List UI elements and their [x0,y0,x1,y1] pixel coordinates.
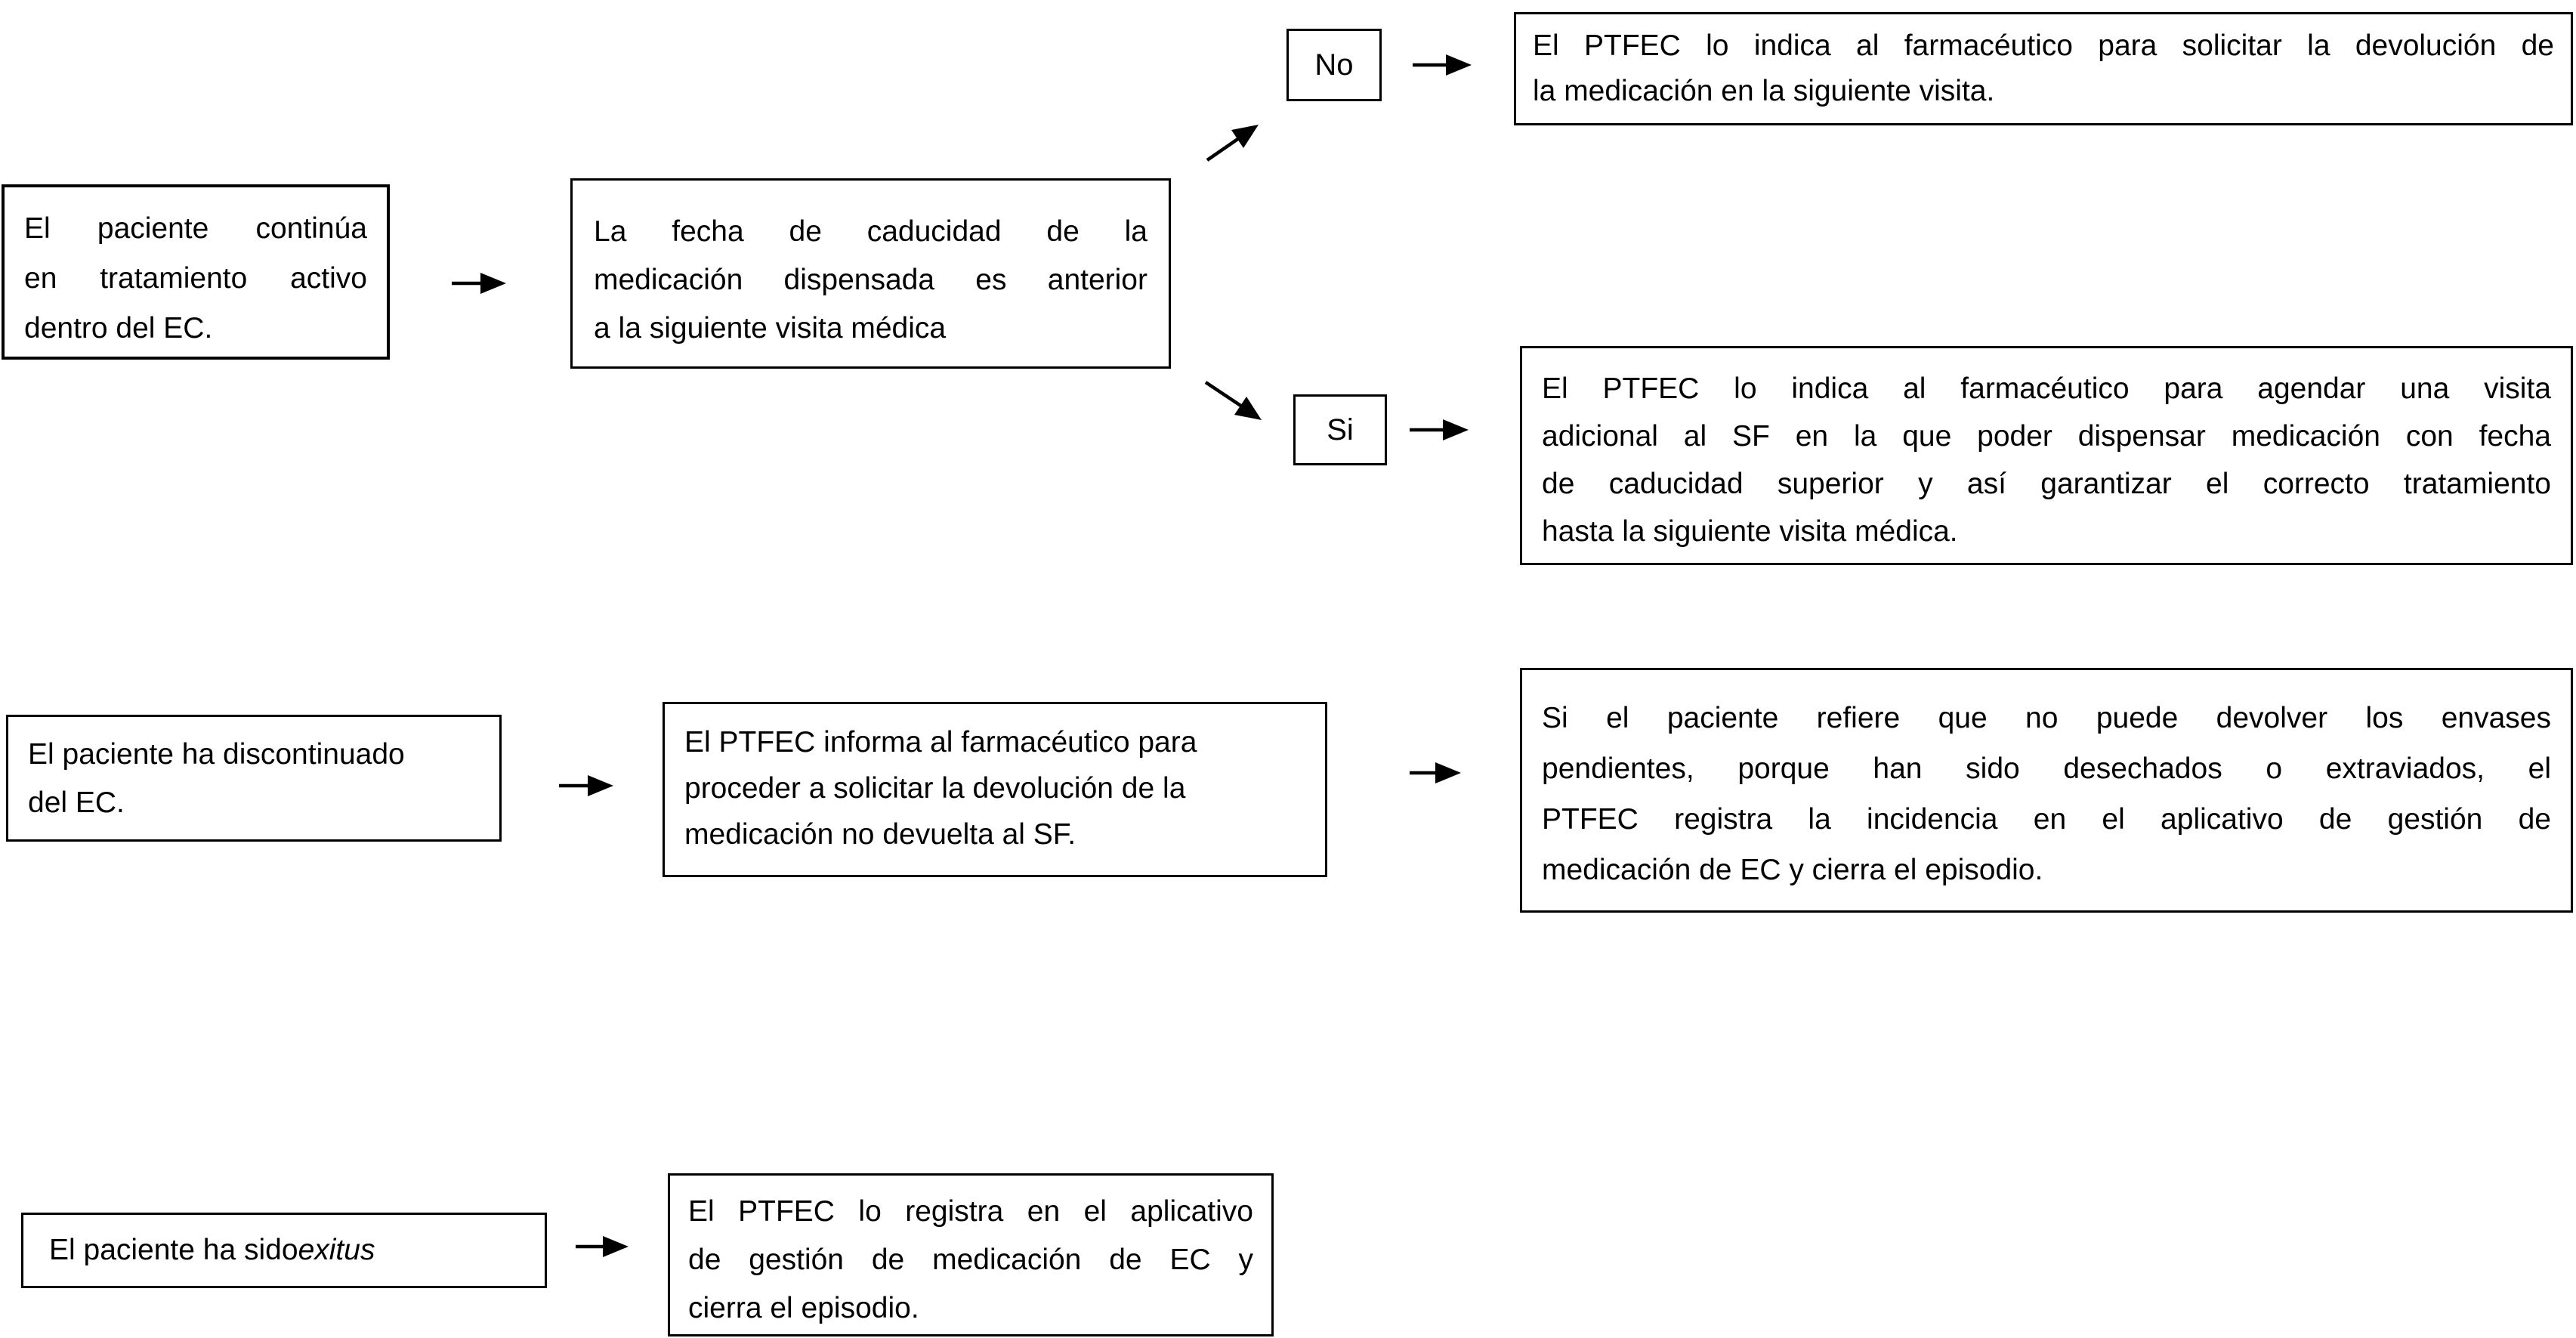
text-line: Si el paciente refiere que no puede devo… [1542,702,2551,734]
text-line: medicación no devuelta al SF. [684,818,1076,851]
node-si-action: El PTFEC lo indica al farmacéutico para … [1520,346,2573,565]
text-line: medicación dispensada es anterior [594,264,1147,296]
text-line: a la siguiente visita médica [594,312,947,345]
no-label-text: No [1314,48,1354,82]
arrow-discontinued-to-action [559,775,613,796]
text-line: El PTFEC lo indica al farmacéutico para … [1542,372,2551,405]
text-line: dentro del EC. [24,312,213,345]
node-patient-discontinued: El paciente ha discontinuado del EC. [6,715,502,842]
text-line: La fecha de caducidad de la [594,215,1147,248]
arrow-si-to-action [1410,419,1469,440]
node-discontinued-action: El PTFEC informa al farmacéutico para pro… [663,702,1327,877]
arrow-active-to-expiry [452,273,506,294]
exitus-text: El paciente ha sido [49,1234,298,1266]
text-line: El paciente continúa [24,212,367,245]
text-line: del EC. [28,786,125,819]
node-no-action: El PTFEC lo indica al farmacéutico para … [1514,12,2573,125]
si-label-text: Si [1327,413,1354,447]
text-line: El PTFEC informa al farmacéutico para [684,726,1197,759]
arrow-exitus-to-action [576,1236,629,1257]
text-line: cierra el episodio. [688,1292,919,1324]
node-si-label: Si [1293,394,1387,465]
text-line: El PTFEC lo indica al farmacéutico para … [1533,29,2554,62]
text-line: en tratamiento activo [24,262,367,295]
text-line: de gestión de medicación de EC y [688,1244,1253,1276]
text-line: pendientes, porque han sido desechados o… [1542,752,2551,785]
arrow-no-to-action [1413,54,1472,76]
text-line: El PTFEC lo registra en el aplicativo [688,1195,1253,1228]
arrow-expiry-to-si [1204,381,1262,420]
node-patient-active: El paciente continúa en tratamiento activ… [2,184,390,360]
text-line: El paciente ha discontinuado [28,738,405,771]
text-line: la medicación en la siguiente visita. [1533,75,1995,107]
arrow-expiry-to-no [1206,125,1259,162]
node-no-label: No [1286,29,1382,101]
node-expiry-check: La fecha de caducidad de la medicación di… [570,178,1171,369]
text-line: medicación de EC y cierra el episodio. [1542,854,2043,886]
text-line: PTFEC registra la incidencia en el aplic… [1542,803,2551,836]
exitus-italic-text: exitus [298,1234,375,1266]
text-line: adicional al SF en la que poder dispensa… [1542,420,2551,453]
text-line: de caducidad superior y así garantizar e… [1542,468,2551,500]
text-line: proceder a solicitar la devolución de la [684,772,1186,805]
text-line: hasta la siguiente visita médica. [1542,515,1958,548]
node-discontinued-incident: Si el paciente refiere que no puede devo… [1520,668,2573,913]
node-exitus-action: El PTFEC lo registra en el aplicativo de … [668,1173,1274,1336]
node-patient-exitus: El paciente ha sido exitus [21,1213,547,1288]
arrow-action-to-incident [1410,762,1461,783]
